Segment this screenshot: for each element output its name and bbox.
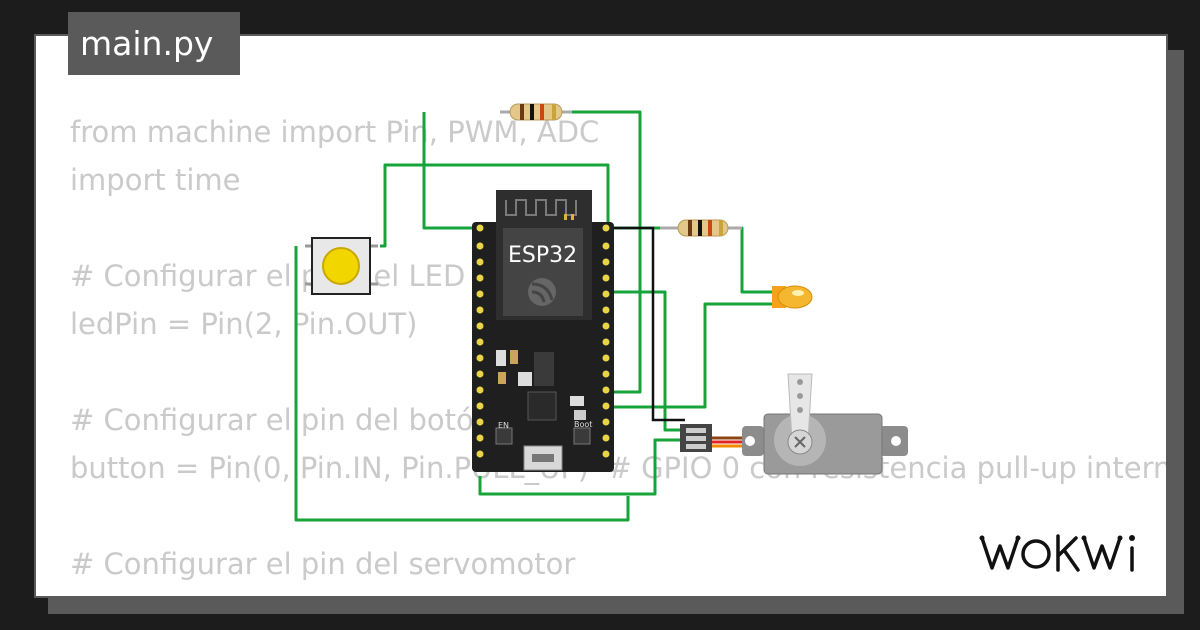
en-label: EN [498,421,509,430]
right-header-pins [602,224,610,458]
wire-led-gpio2[interactable] [606,302,780,409]
esp32-board[interactable]: ESP32 EN Boot [472,190,614,472]
servo-motor[interactable] [742,373,908,475]
wire-resistor1-left[interactable] [422,112,480,230]
wire-servo-signal[interactable] [606,290,685,432]
espressif-logo-icon [528,278,556,306]
code-line: # Configurar el pin del servomotor [70,547,576,581]
left-header-pins [476,224,484,458]
push-button[interactable] [305,237,378,295]
en-button[interactable] [495,427,513,445]
board-label: ESP32 [508,243,577,268]
resistor-1[interactable] [500,103,572,121]
wire-servo-vcc[interactable] [478,438,685,496]
wire-resistor1-right[interactable] [572,110,642,394]
code-line: # Configurar el pin del LED [70,259,466,293]
wire-button-bottom[interactable] [294,246,630,522]
resistor-2[interactable] [660,219,742,237]
boot-label: Boot [574,420,592,429]
wokwi-logo-icon[interactable] [976,526,1152,580]
servo-connector[interactable] [680,424,712,452]
button-cap[interactable] [322,247,360,285]
wire-resistor2-led[interactable] [740,226,780,294]
code-line: from machine import Pin, PWM, ADC [70,115,600,149]
code-line: import time [70,163,241,197]
wire-button-top[interactable] [380,163,610,248]
usb-port [523,445,563,471]
file-tab[interactable]: main.py [68,12,240,75]
wire-servo-gnd[interactable] [606,226,685,422]
boot-button[interactable] [573,427,591,445]
code-line: servo = PWM(Pin(21), freq=50) [70,588,1166,596]
code-line: ledPin = Pin(2, Pin.OUT) [70,307,418,341]
led[interactable] [772,285,813,309]
